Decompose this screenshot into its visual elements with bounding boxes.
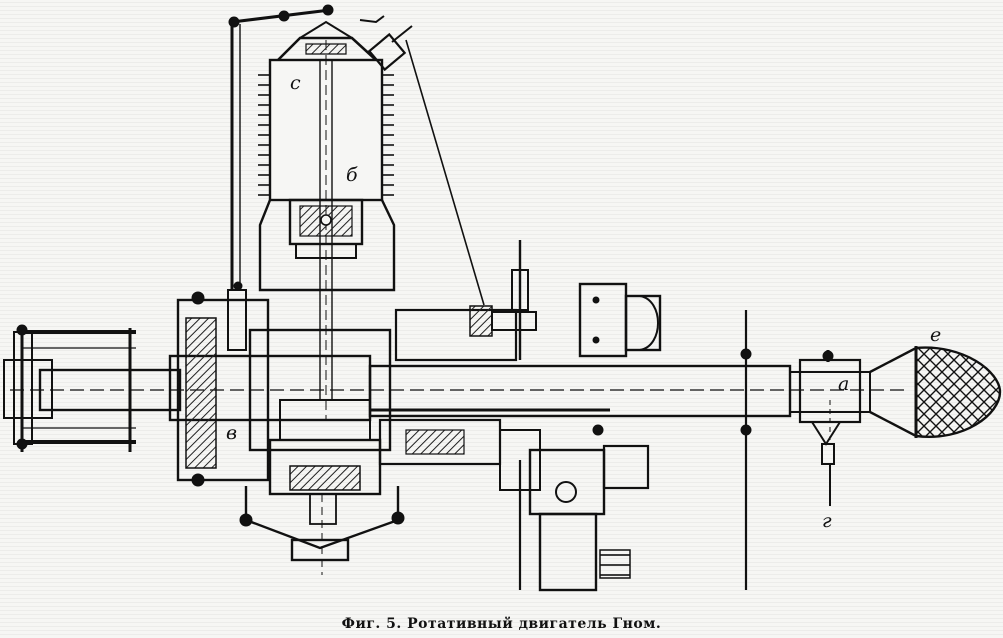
- push-rod: [227, 24, 247, 351]
- distributor: [394, 240, 537, 362]
- carburetor: [798, 350, 862, 506]
- label-a: a: [838, 373, 850, 395]
- air-intake-strainer: [869, 346, 1002, 439]
- label-b: б: [346, 164, 358, 186]
- crankcase: [176, 291, 405, 527]
- figure-caption: Фиг. 5. Ротативный двигатель Гном.: [341, 616, 662, 632]
- label-e: e: [930, 324, 942, 346]
- label-g: г: [822, 510, 832, 532]
- engine-cross-section-drawing: [3, 4, 1002, 592]
- magneto-box: [578, 282, 662, 358]
- piston: [288, 198, 364, 259]
- ignition-wire: [405, 39, 485, 306]
- lower-housing: [244, 486, 400, 575]
- lower-auxiliary-housing: [378, 310, 752, 592]
- label-v: в: [226, 422, 238, 444]
- propeller-hub: [3, 324, 136, 452]
- crankshaft: [10, 354, 910, 422]
- label-c: c: [290, 72, 301, 94]
- cylinder-head: [228, 4, 413, 72]
